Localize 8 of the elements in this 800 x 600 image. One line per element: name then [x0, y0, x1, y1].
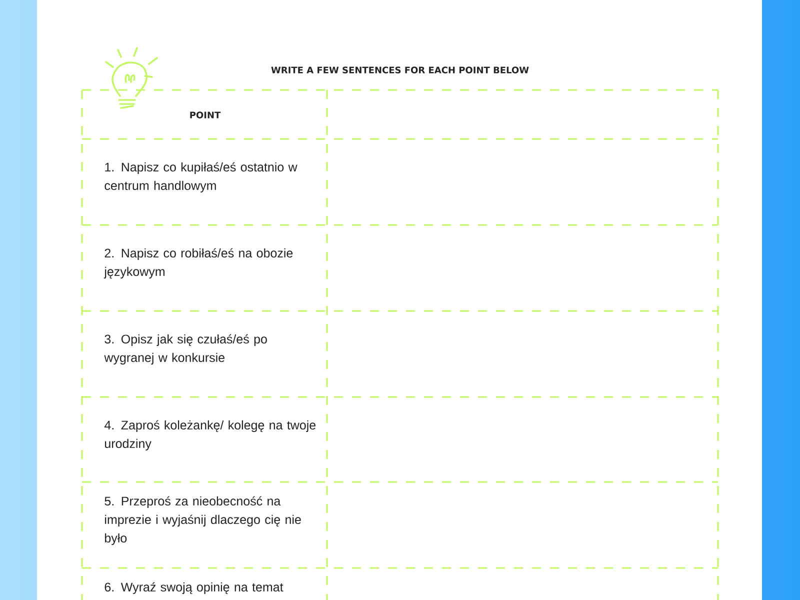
- worksheet-title: WRITE A FEW SENTENCES FOR EACH POINT BELOW: [271, 66, 529, 74]
- column-heading: POINT: [190, 112, 221, 118]
- prompt-text: 3. Opisz jak się czułaś/eś po wygranej w konkursie: [104, 334, 267, 364]
- prompt-text: 5. Przeproś za nieobecność na imprezie i wyjaśnij dlaczego cię nie było: [104, 496, 301, 545]
- prompt-text: 1. Napisz co kupiłaś/eś ostatnio w centrum handlowym: [104, 162, 298, 192]
- prompt-text: 4. Zaproś koleżankę/ kolegę na twoje urodziny: [104, 420, 316, 450]
- prompt-text: 6. Wyraź swoją opinię na temat: [104, 582, 284, 594]
- prompt-text: 2. Napisz co robiłaś/eś na obozie językowym: [104, 248, 293, 279]
